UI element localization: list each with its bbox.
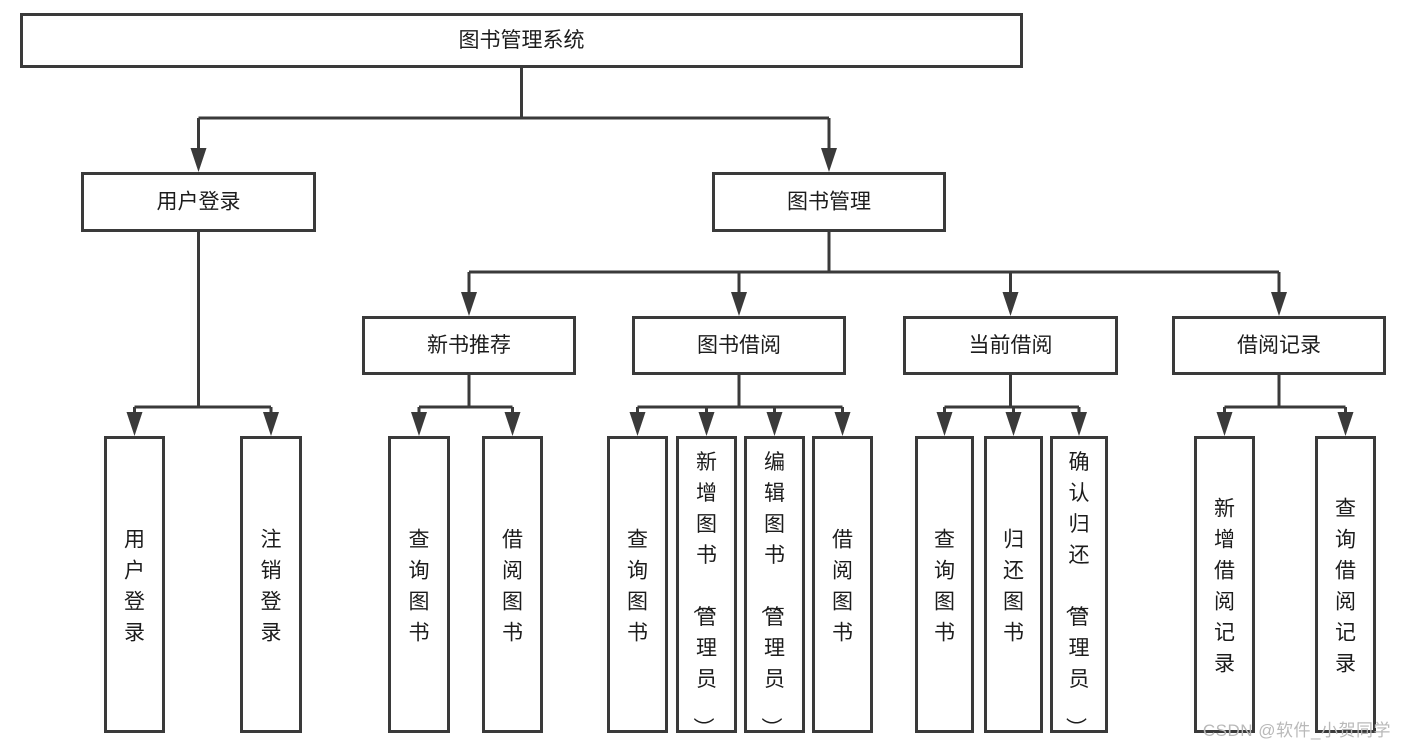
arrow-head-icon (629, 412, 646, 436)
node-label: 查询图书 (627, 529, 648, 645)
arrow-head-icon (834, 412, 851, 436)
connector-group-current-borrow (936, 375, 1087, 436)
node-leaf-query-book-1[interactable]: 查询图书 (388, 436, 450, 733)
connector-group-new-book-rec (411, 375, 521, 436)
node-box[interactable] (240, 436, 302, 733)
arrow-head-icon (504, 412, 521, 436)
node-leaf-borrow-book-1[interactable]: 借阅图书 (482, 436, 543, 733)
node-label: 用户登录 (157, 191, 241, 214)
node-box[interactable] (984, 436, 1043, 733)
node-label: 查询借阅记录 (1335, 498, 1356, 676)
node-label: 借阅图书 (832, 529, 853, 645)
node-leaf-confirm-return[interactable]: 确认归还（管理员） (1050, 436, 1108, 739)
node-leaf-query-book-3[interactable]: 查询图书 (915, 436, 974, 733)
node-box[interactable] (712, 172, 946, 232)
node-box[interactable] (20, 13, 1023, 68)
node-box[interactable] (632, 316, 846, 375)
arrow-head-icon (731, 292, 747, 316)
node-root[interactable]: 图书管理系统 (20, 13, 1023, 68)
node-box[interactable] (81, 172, 316, 232)
node-new-book-rec[interactable]: 新书推荐 (362, 316, 576, 375)
arrow-head-icon (1271, 292, 1287, 316)
node-leaf-add-book[interactable]: 新增图书（管理员） (676, 436, 737, 739)
node-box[interactable] (1194, 436, 1255, 733)
arrow-head-icon (190, 148, 207, 172)
node-label: 用户登录 (124, 529, 145, 645)
node-book-manage[interactable]: 图书管理 (712, 172, 946, 232)
connector-group-book-borrow (629, 375, 851, 436)
node-label: 查询图书 (409, 529, 430, 645)
node-label: 借阅图书 (502, 529, 523, 645)
node-book-borrow[interactable]: 图书借阅 (632, 316, 846, 375)
node-box[interactable] (482, 436, 543, 733)
arrow-head-icon (821, 148, 837, 172)
arrow-head-icon (1005, 412, 1022, 436)
node-leaf-add-record[interactable]: 新增借阅记录 (1194, 436, 1255, 733)
connector-group-borrow-record (1216, 375, 1354, 436)
arrow-head-icon (263, 412, 279, 436)
node-box[interactable] (915, 436, 974, 733)
node-box[interactable] (388, 436, 450, 733)
arrow-head-icon (126, 412, 143, 436)
node-label: 注销登录 (261, 529, 282, 645)
arrow-head-icon (411, 412, 427, 436)
node-label: 图书管理 (787, 191, 871, 214)
arrow-head-icon (461, 292, 477, 316)
node-leaf-edit-book[interactable]: 编辑图书（管理员） (744, 436, 805, 739)
node-current-borrow[interactable]: 当前借阅 (903, 316, 1118, 375)
node-leaf-query-record[interactable]: 查询借阅记录 (1315, 436, 1376, 733)
node-label: 借阅记录 (1237, 334, 1321, 357)
node-box[interactable] (903, 316, 1118, 375)
node-leaf-user-login[interactable]: 用户登录 (104, 436, 165, 733)
node-leaf-borrow-book-2[interactable]: 借阅图书 (812, 436, 873, 733)
arrow-head-icon (698, 412, 715, 436)
arrow-head-icon (1002, 292, 1019, 316)
arrow-head-icon (1071, 412, 1087, 436)
connector-group-book-manage (461, 232, 1287, 316)
node-label: 新增图书（管理员） (691, 451, 717, 738)
arrow-head-icon (1216, 412, 1233, 436)
arrow-head-icon (766, 412, 783, 436)
arrow-head-icon (936, 412, 953, 436)
node-box[interactable] (676, 436, 737, 733)
node-label: 图书借阅 (697, 334, 781, 357)
node-borrow-record[interactable]: 借阅记录 (1172, 316, 1386, 375)
connector-layer (126, 68, 1354, 436)
node-label: 归还图书 (1003, 529, 1024, 645)
node-user-login[interactable]: 用户登录 (81, 172, 316, 232)
node-label: 确认归还（管理员） (1064, 451, 1090, 738)
node-leaf-query-book-2[interactable]: 查询图书 (607, 436, 668, 733)
node-label: 当前借阅 (969, 334, 1053, 357)
node-label: 图书管理系统 (459, 29, 585, 52)
node-box[interactable] (362, 316, 576, 375)
node-leaf-return-book[interactable]: 归还图书 (984, 436, 1043, 733)
node-label: 编辑图书（管理员） (759, 451, 785, 738)
node-label: 新增借阅记录 (1214, 498, 1235, 676)
node-leaf-logout[interactable]: 注销登录 (240, 436, 302, 733)
node-box[interactable] (1050, 436, 1108, 733)
node-label: 新书推荐 (427, 334, 511, 357)
node-box[interactable] (812, 436, 873, 733)
node-layer: 图书管理系统用户登录图书管理新书推荐图书借阅当前借阅借阅记录用户登录注销登录查询… (20, 13, 1386, 739)
node-box[interactable] (104, 436, 165, 733)
node-box[interactable] (607, 436, 668, 733)
connector-group-root (190, 68, 837, 172)
node-label: 查询图书 (934, 529, 955, 645)
node-box[interactable] (1315, 436, 1376, 733)
connector-group-user-login (126, 232, 279, 436)
node-box[interactable] (1172, 316, 1386, 375)
arrow-head-icon (1337, 412, 1354, 436)
node-box[interactable] (744, 436, 805, 733)
